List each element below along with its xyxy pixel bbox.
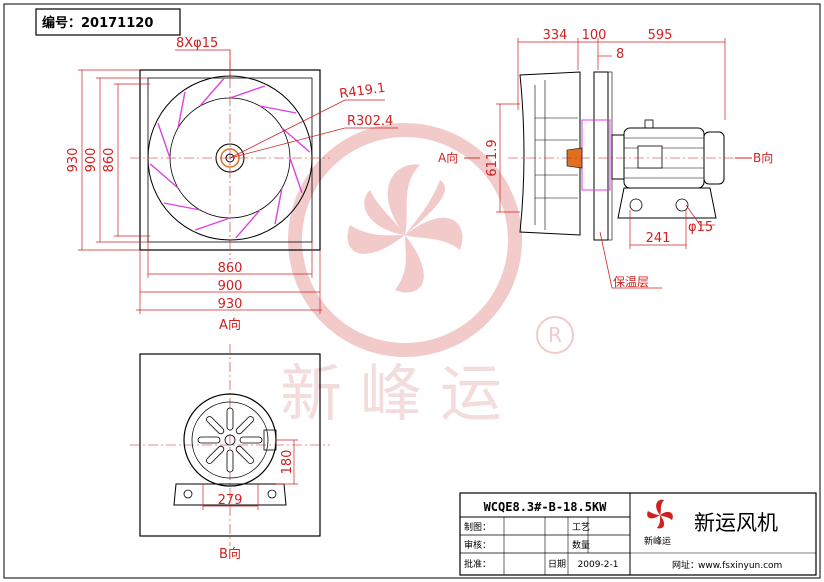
impeller-blade [281,127,311,153]
quantity-label: 数量 [572,539,590,551]
vent-slot [206,416,225,435]
title-block-frame [459,492,817,576]
fan-cover-center [224,434,236,446]
dim-241: 241 [646,231,671,246]
bottom-base-hole-right [267,489,277,499]
date-label: 日期 [548,559,566,570]
company-logo: 新峰运 [644,499,673,547]
impeller-blade [194,217,231,231]
reviewer-label: 审核： [464,539,491,551]
dim-860-horizontal: 860 [218,261,243,276]
watermark-logo: R 新峰运 [280,123,574,430]
view-b-label: B向 [753,150,773,165]
title-block: WCQE8.3#-B-18.5KW 制图： 工艺 审核： 数量 批准： 日期 2… [459,492,817,576]
r-inner-label: R302.4 [347,114,393,129]
motor-base [617,187,717,219]
website-label: 网址： [672,559,699,571]
side-view: 334 100 595 8 [438,28,773,289]
r-outer-label: R419.1 [338,81,386,102]
impeller-blade [157,122,171,159]
dim-100: 100 [582,28,607,43]
holes-leader [175,49,231,78]
bottom-view: 279 180 B向 [130,344,330,562]
impeller-housing-profile [519,71,581,236]
base-hole-left [629,198,643,212]
hub-side [566,147,583,169]
vent-slot [235,416,254,435]
bottom-view-caption: B向 [219,546,241,562]
motor-end-inner [191,401,269,479]
r-inner-leader [229,127,398,159]
vent-slot [239,436,263,444]
dim-phi15-base: φ15 [688,220,713,235]
mounting-plate [593,71,609,241]
dim-900-horizontal: 900 [218,279,243,294]
r-outer-leader [229,99,385,159]
front-view: R419.1 R302.4 8Xφ15 930 900 860 [66,36,398,333]
vent-slot [197,436,221,444]
terminal-box [637,145,663,169]
vent-slot [235,445,254,464]
bottom-base-hole-left [183,489,193,499]
impeller-blade [289,157,303,194]
dim-8: 8 [616,47,624,62]
drafter-label: 制图： [464,521,491,533]
impeller-blade [163,202,201,211]
logo-text: 新峰运 [644,535,671,547]
impeller-blade [235,209,261,239]
impeller-blades [149,77,311,239]
dim-334: 334 [543,28,568,43]
drawing-number: 编号：20171120 [42,15,153,31]
watermark-text: 新峰运 [280,357,520,430]
dim-279: 279 [218,493,243,508]
process-label: 工艺 [572,522,590,533]
vent-slot [206,445,225,464]
vent-slot [226,449,234,473]
dim-180: 180 [280,450,295,475]
view-a-label: A向 [438,150,458,165]
dim-930-horizontal: 930 [218,297,243,312]
dim-611-9: 611.9 [485,139,500,176]
dim-930-vertical: 930 [66,148,81,173]
model-number: WCQE8.3#-B-18.5KW [484,500,608,514]
company-name: 新运风机 [694,511,778,535]
impeller-blade [259,105,297,114]
base-hole-right [675,198,689,212]
dim-860-vertical: 860 [102,148,117,173]
holes-label: 8Xφ15 [176,36,218,51]
drawing-border [3,3,821,579]
registered-mark: R [548,323,562,347]
fan-cover-vents [197,407,263,473]
impeller-blade [149,163,179,189]
impeller-blade [274,187,283,225]
front-view-caption: A向 [219,317,241,333]
impeller-blade [229,85,266,99]
insulation-leader [599,231,662,289]
vent-slot [226,407,234,431]
bottom-terminal-box [263,429,277,451]
date-value: 2009-2-1 [578,560,619,570]
drawing-number-box [35,8,181,36]
impeller-blade [199,77,225,107]
motor-flange [611,134,625,180]
insulation-label: 保温层 [613,275,649,289]
lifting-eye [644,119,654,129]
bottom-motor-base [173,483,287,506]
dim-595: 595 [648,28,673,43]
impeller-blade [177,91,186,129]
approver-label: 批准： [464,558,491,570]
website-url: www.fsxinyun.com [698,561,782,571]
dim-900-vertical: 900 [84,148,99,173]
